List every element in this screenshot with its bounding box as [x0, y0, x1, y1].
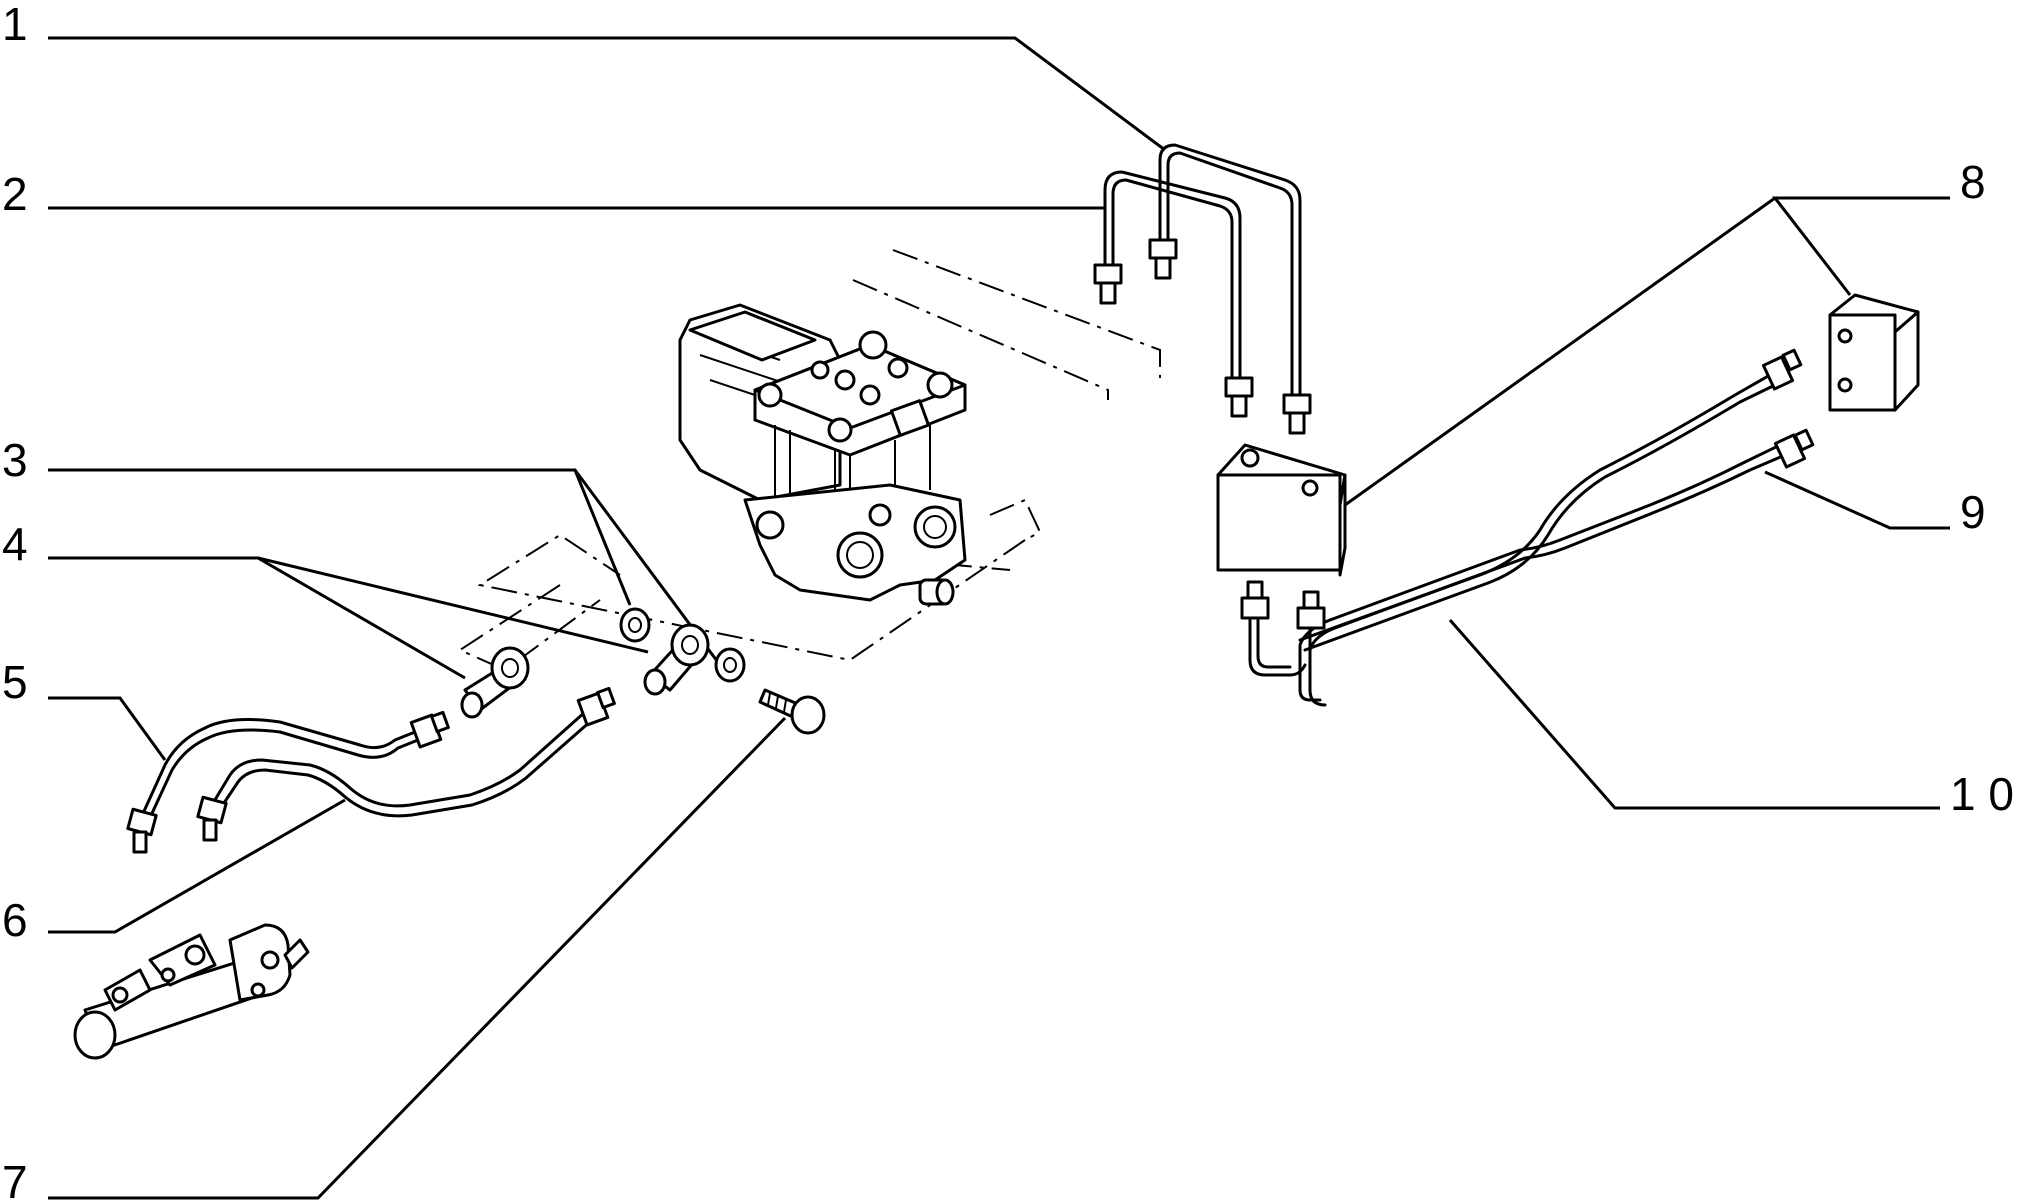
junction-block-left	[1216, 443, 1347, 577]
callout-6: 6	[2, 894, 28, 946]
callout-4: 4	[2, 518, 28, 570]
pipe-6	[196, 686, 616, 842]
banjo-bolt-7	[758, 688, 826, 735]
callout-7: 7	[2, 1156, 28, 1202]
callout-9: 9	[1960, 486, 1986, 538]
leader-lines	[48, 36, 1950, 1200]
callout-3: 3	[2, 434, 28, 486]
pipe-1	[1148, 143, 1312, 435]
pipe-10	[1240, 348, 1803, 707]
callout-10: 1 0	[1950, 768, 2014, 820]
callout-8: 8	[1960, 156, 1986, 208]
master-cylinder	[73, 923, 310, 1060]
pipe-9	[1298, 428, 1815, 702]
pipe-2	[1093, 170, 1254, 418]
washer-3a	[619, 607, 651, 643]
callout-1: 1	[2, 0, 28, 50]
callout-2: 2	[2, 168, 28, 220]
callout-5: 5	[2, 656, 28, 708]
banjo-fitting-4a	[460, 646, 530, 719]
pipe-5	[126, 710, 450, 854]
washer-3b	[714, 647, 746, 683]
banjo-fitting-4b	[643, 623, 710, 696]
junction-block-right	[1828, 293, 1920, 412]
abs-hydraulic-unit	[678, 303, 967, 606]
